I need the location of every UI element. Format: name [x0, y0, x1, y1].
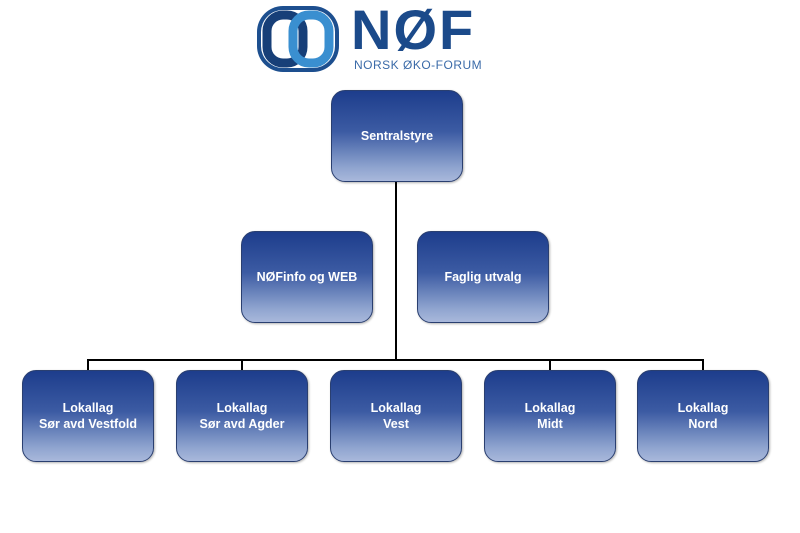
node-label-line1: Lokallag [62, 401, 114, 415]
node-label-line2: Sør avd Agder [199, 417, 285, 431]
node-lokallag-agder: Lokallag Sør avd Agder [176, 370, 308, 462]
nof-logo-mark-icon [257, 6, 339, 72]
nof-logo: NØF NORSK ØKO-FORUM [255, 0, 495, 76]
node-label-line1: Lokallag [370, 401, 422, 415]
node-sentralstyre: Sentralstyre [331, 90, 463, 182]
node-label-line2: Vest [383, 417, 409, 431]
node-label: NØFinfo og WEB [256, 270, 358, 284]
node-label: Sentralstyre [360, 129, 434, 143]
logo-name: NØF [351, 0, 476, 61]
node-label: Faglig utvalg [444, 270, 522, 284]
node-lokallag-nord: Lokallag Nord [637, 370, 769, 462]
node-lokallag-vest: Lokallag Vest [330, 370, 462, 462]
node-label-line1: Lokallag [216, 401, 268, 415]
node-nofinfo-web: NØFinfo og WEB [241, 231, 373, 323]
node-faglig-utvalg: Faglig utvalg [417, 231, 549, 323]
node-label-line2: Sør avd Vestfold [39, 417, 137, 431]
connector-root-vertical [395, 182, 397, 361]
connector-branch-4 [549, 359, 551, 371]
node-label-line1: Lokallag [677, 401, 729, 415]
connector-branch-2 [241, 359, 243, 371]
connector-branch-1 [87, 359, 89, 371]
node-label-line2: Midt [537, 417, 563, 431]
node-lokallag-vestfold: Lokallag Sør avd Vestfold [22, 370, 154, 462]
logo-subtitle: NORSK ØKO-FORUM [354, 58, 483, 72]
connector-branches-horizontal [87, 359, 704, 361]
connector-branch-5 [702, 359, 704, 371]
node-label-line1: Lokallag [524, 401, 576, 415]
node-label-line2: Nord [688, 417, 718, 431]
node-lokallag-midt: Lokallag Midt [484, 370, 616, 462]
